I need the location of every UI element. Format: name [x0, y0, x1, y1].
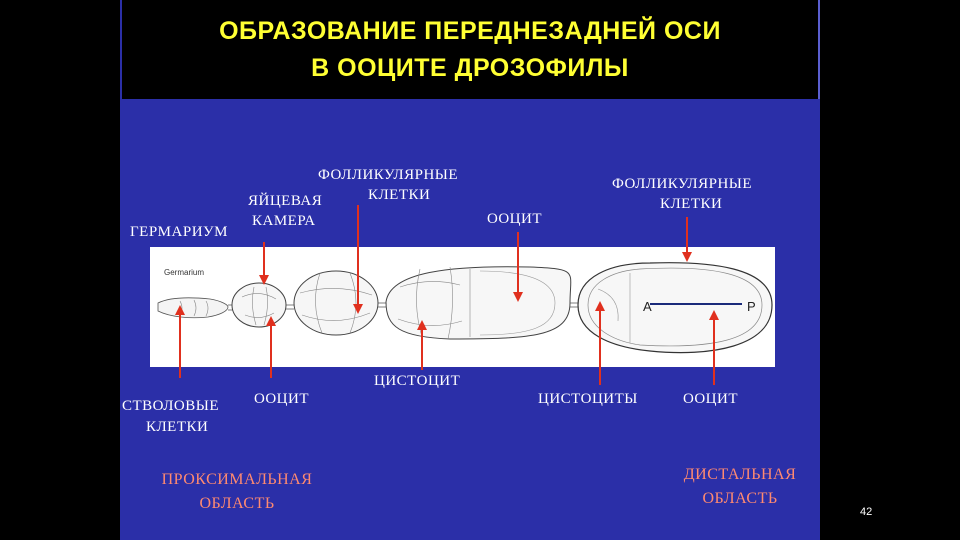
label-oocyte-top: ООЦИТ — [487, 211, 542, 227]
label-stem-cells-line1: СТВОЛОВЫЕ — [122, 398, 220, 414]
egg-chamber-4 — [577, 262, 773, 354]
label-stem-cells-line2: КЛЕТКИ — [146, 419, 209, 435]
page-number: 42 — [860, 506, 873, 518]
label-follicle-top-line1: ФОЛЛИКУЛЯРНЫЕ — [318, 167, 459, 183]
region-proximal-line2: ОБЛАСТЬ — [199, 495, 275, 512]
region-distal-line2: ОБЛАСТЬ — [702, 490, 778, 507]
label-follicle-top-line2: КЛЕТКИ — [368, 187, 431, 203]
label-egg-chamber-line2: КАМЕРА — [252, 213, 316, 229]
region-distal: ДИСТАЛЬНАЯ ОБЛАСТЬ — [645, 463, 835, 511]
title-line-1: ОБРАЗОВАНИЕ ПЕРЕДНЕЗАДНЕЙ ОСИ — [219, 17, 721, 45]
label-oocyte-left: ООЦИТ — [254, 391, 309, 407]
axis-posterior-label: P — [747, 299, 756, 314]
label-egg-chamber-line1: ЯЙЦЕВАЯ — [248, 193, 323, 209]
title-line-2: В ООЦИТЕ ДРОЗОФИЛЫ — [311, 54, 629, 82]
label-cystocytes: ЦИСТОЦИТЫ — [538, 391, 638, 407]
axis-anterior-label: A — [643, 299, 652, 314]
region-distal-line1: ДИСТАЛЬНАЯ — [683, 466, 797, 483]
title-box: ОБРАЗОВАНИЕ ПЕРЕДНЕЗАДНЕЙ ОСИ В ООЦИТЕ Д… — [122, 0, 820, 99]
label-germarium: ГЕРМАРИУМ — [130, 224, 228, 240]
label-cystocyte: ЦИСТОЦИТ — [374, 373, 461, 389]
region-proximal: ПРОКСИМАЛЬНАЯ ОБЛАСТЬ — [137, 468, 337, 516]
region-proximal-line1: ПРОКСИМАЛЬНАЯ — [161, 471, 313, 488]
germarium-tag: Germarium — [164, 268, 204, 277]
label-follicle-right-line2: КЛЕТКИ — [660, 196, 723, 212]
label-follicle-right-line1: ФОЛЛИКУЛЯРНЫЕ — [612, 176, 753, 192]
label-oocyte-right: ООЦИТ — [683, 391, 738, 407]
